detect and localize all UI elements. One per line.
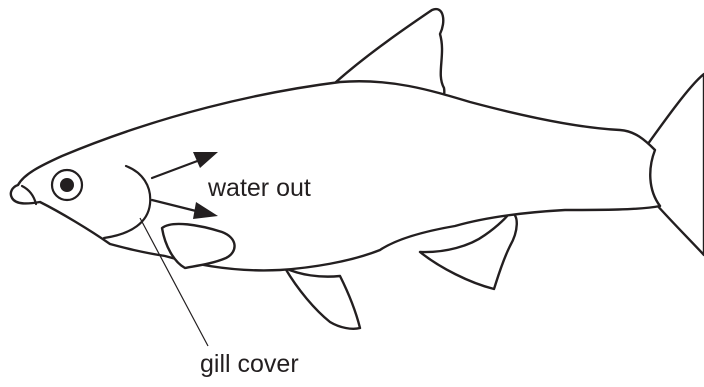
fish-body (11, 81, 660, 270)
water-out-label: water out (207, 174, 311, 202)
gill-cover-label: gill cover (200, 350, 299, 378)
pelvic-fin (285, 268, 360, 329)
eye-pupil (60, 178, 74, 192)
